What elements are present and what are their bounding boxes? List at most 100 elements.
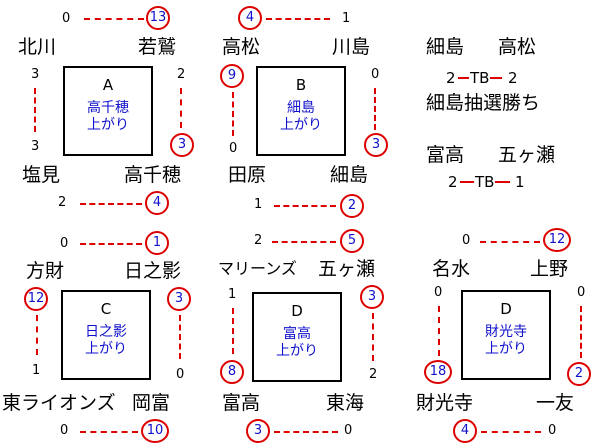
score-circle: 13 <box>146 6 170 30</box>
winner-line: 高千穂 <box>87 100 129 116</box>
winner-note: 高千穂 上がり <box>65 100 151 134</box>
team-name: 日之影 <box>124 260 182 282</box>
match-line <box>80 431 138 433</box>
score: 1 <box>32 363 41 378</box>
score: 0 <box>344 423 353 438</box>
winner-note: 財光寺 上がり <box>463 324 549 358</box>
score: 3 <box>31 67 40 82</box>
score-circle: 12 <box>543 228 571 252</box>
score-circle: 3 <box>170 133 194 157</box>
score: 1 <box>515 173 525 191</box>
score: 1 <box>342 11 351 26</box>
match-line <box>374 88 376 130</box>
score-circle: 1 <box>145 231 169 255</box>
tiebreak-label: TB <box>469 69 491 87</box>
score-circle: 3 <box>246 419 270 443</box>
winner-line: 富高 <box>283 326 311 342</box>
team-name: 細島 <box>330 164 369 186</box>
score-circle: 4 <box>453 419 477 443</box>
team-name: 細島 <box>426 36 465 58</box>
score: 3 <box>31 139 40 154</box>
match-line <box>232 308 234 354</box>
score-circle: 10 <box>141 419 169 443</box>
score: 0 <box>462 233 471 248</box>
match-line <box>180 88 182 128</box>
team-name: マリーンズ <box>218 259 297 278</box>
team-name: 東海 <box>326 392 365 414</box>
block-box: B 細島 上がり <box>256 66 346 156</box>
score: 2 <box>58 195 67 210</box>
team-name: 川島 <box>332 36 371 58</box>
score: 2 <box>369 367 378 382</box>
match-line <box>274 205 336 207</box>
score: 1 <box>228 287 237 302</box>
score: 0 <box>62 11 71 26</box>
block-letter: A <box>102 76 114 94</box>
team-name: 若鷲 <box>138 36 177 58</box>
match-line <box>84 18 144 20</box>
team-name: 北川 <box>18 36 57 58</box>
score-circle: 4 <box>145 191 169 215</box>
score: 2 <box>177 67 186 82</box>
winner-note: 日之影 上がり <box>63 324 149 358</box>
winner-line: 上がり <box>280 117 322 133</box>
team-name: 田原 <box>228 164 267 186</box>
block-box: C 日之影 上がり <box>61 290 151 380</box>
score-circle: 3 <box>167 287 191 311</box>
score: 2 <box>448 173 458 191</box>
winner-line: 細島 <box>287 100 315 116</box>
team-name: 富高 <box>222 392 261 414</box>
winner-line: 上がり <box>276 343 318 359</box>
score-circle: 2 <box>567 362 591 386</box>
winner-line: 上がり <box>485 341 527 357</box>
score: 0 <box>229 141 238 156</box>
block-letter: C <box>100 300 112 318</box>
team-name: 五ヶ瀬 <box>498 144 556 166</box>
score-circle: 12 <box>24 287 48 311</box>
team-name: 名水 <box>432 258 471 280</box>
match-line <box>34 88 36 132</box>
score: 1 <box>254 197 263 212</box>
winner-line: 日之影 <box>85 324 127 340</box>
score: 0 <box>434 285 443 300</box>
score: 0 <box>176 367 185 382</box>
team-name: 方財 <box>26 260 65 282</box>
team-name: 富高 <box>426 144 465 166</box>
match-line <box>266 18 330 20</box>
score-circle: 2 <box>340 194 364 218</box>
team-name: 五ヶ瀬 <box>318 258 376 280</box>
match-line <box>480 241 540 243</box>
tiebreak-label: TB <box>474 173 496 191</box>
team-name: 東ライオンズ <box>2 392 116 414</box>
match-line <box>372 313 374 361</box>
team-name: 財光寺 <box>416 392 474 414</box>
block-box: D 富高 上がり <box>252 292 342 382</box>
team-name: 一友 <box>536 392 575 414</box>
block-letter: D <box>500 300 512 318</box>
block-letter: D <box>291 302 303 320</box>
team-name: 高松 <box>498 36 537 58</box>
score-circle: 4 <box>238 6 262 30</box>
match-line <box>438 306 440 356</box>
match-line <box>272 241 336 243</box>
winner-line: 上がり <box>85 341 127 357</box>
match-line <box>274 431 338 433</box>
match-line <box>179 315 181 359</box>
score-circle: 5 <box>340 229 364 253</box>
block-box: A 高千穂 上がり <box>63 66 153 156</box>
block-letter: B <box>295 76 307 94</box>
match-line <box>80 243 142 245</box>
block-box: D 財光寺 上がり <box>461 290 551 380</box>
winner-line: 上がり <box>87 117 129 133</box>
tiebreak-result: 細島抽選勝ち <box>426 92 541 114</box>
score-circle: 3 <box>364 133 388 157</box>
team-name: 高松 <box>222 36 261 58</box>
match-line <box>36 315 38 355</box>
match-line <box>580 306 582 358</box>
team-name: 高千穂 <box>124 164 182 186</box>
team-name: 岡富 <box>132 392 171 414</box>
score: 2 <box>446 69 456 87</box>
team-name: 上野 <box>530 258 569 280</box>
team-name: 塩見 <box>22 164 61 186</box>
score: 0 <box>60 236 69 251</box>
